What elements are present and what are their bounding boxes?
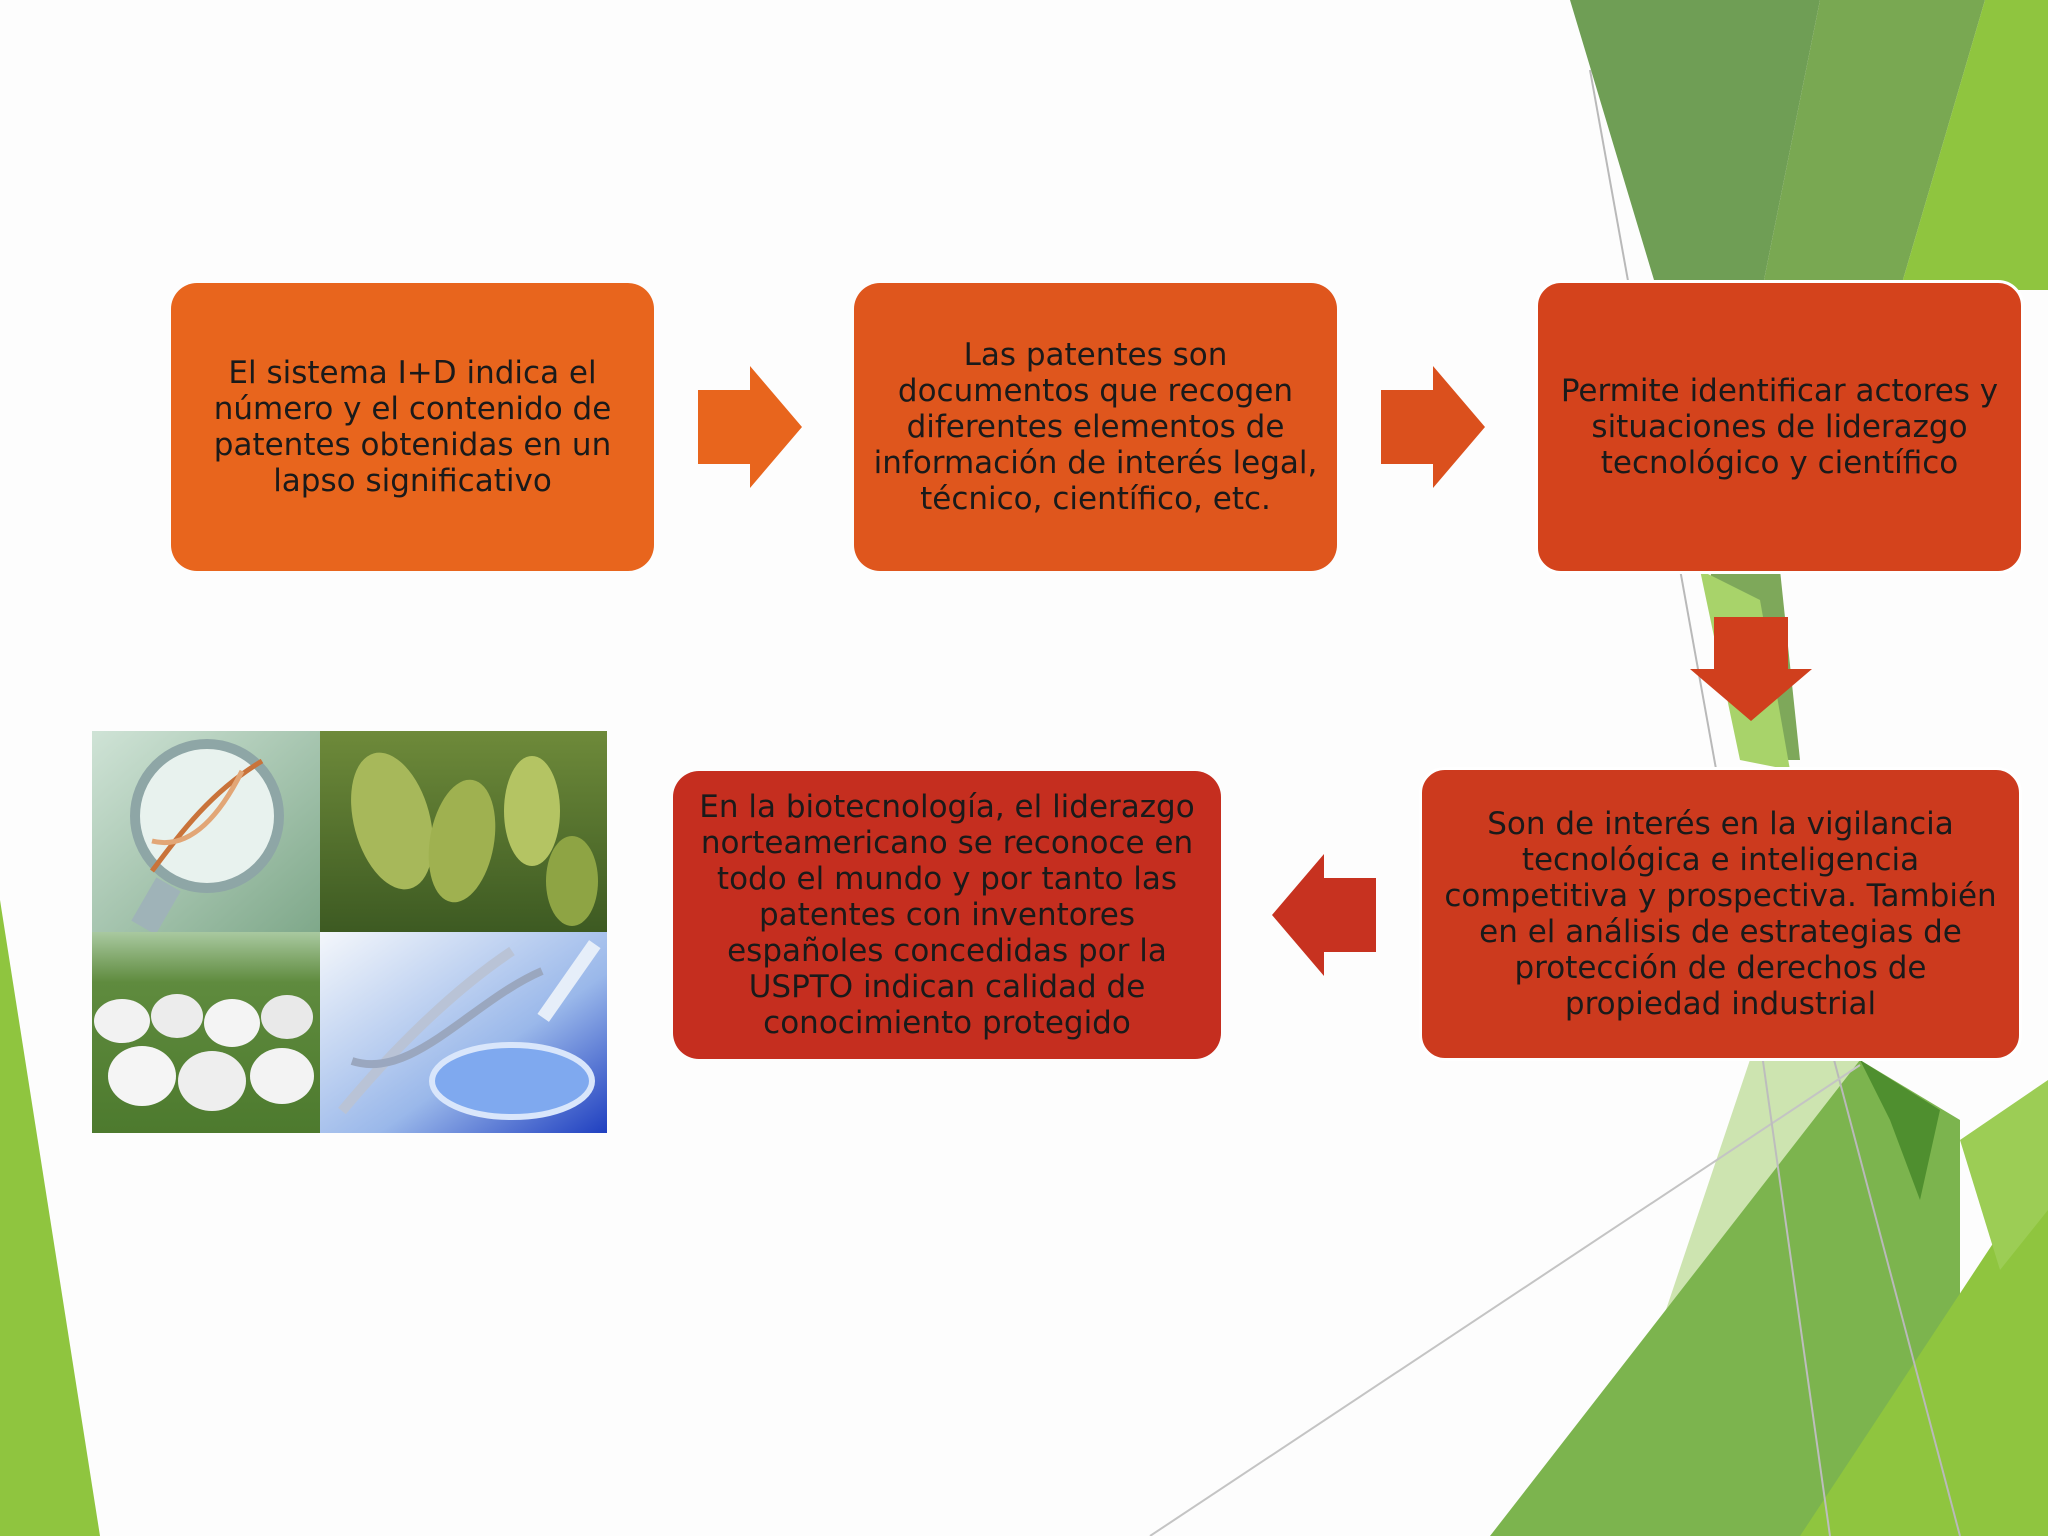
biotech-photo-collage xyxy=(92,731,607,1133)
green-panel-bottom-edge xyxy=(1960,1080,2048,1270)
green-panel-top-light xyxy=(1900,0,2048,290)
tile-dna-magnifier xyxy=(92,731,320,935)
process-box-5: En la biotecnología, el liderazgo nortea… xyxy=(673,771,1221,1059)
process-box-4-text: Son de interés en la vigilancia tecnológ… xyxy=(1444,806,1997,1022)
arrow-right-2 xyxy=(1381,366,1485,488)
arrow-down xyxy=(1690,617,1812,721)
arrow-left xyxy=(1272,854,1376,976)
process-box-3-text: Permite identificar actores y situacione… xyxy=(1560,373,1999,481)
process-box-5-text: En la biotecnología, el liderazgo nortea… xyxy=(699,789,1195,1041)
arrow-right-1 xyxy=(698,366,802,488)
green-panel-top-dark xyxy=(1570,0,1820,300)
green-wedge-left xyxy=(0,900,100,1536)
process-box-4: Son de interés en la vigilancia tecnológ… xyxy=(1419,767,2022,1061)
green-panel-bottom-bright xyxy=(1800,1160,2048,1536)
process-box-1: El sistema I+D indica el número y el con… xyxy=(171,283,654,571)
tile-soybean-pods xyxy=(320,731,607,932)
tile-cattle-herd xyxy=(92,932,320,1133)
green-panel-bottom-mid xyxy=(1490,1060,1960,1536)
process-box-2-text: Las patentes son documentos que recogen … xyxy=(873,337,1318,517)
green-panel-top-mid xyxy=(1760,0,1985,300)
tile-dna-petri-dish xyxy=(320,932,607,1133)
process-box-2: Las patentes son documentos que recogen … xyxy=(854,283,1337,571)
process-box-1-text: El sistema I+D indica el número y el con… xyxy=(213,355,612,499)
green-panel-bottom-dark xyxy=(1860,1060,1940,1200)
process-box-3: Permite identificar actores y situacione… xyxy=(1535,280,2024,574)
